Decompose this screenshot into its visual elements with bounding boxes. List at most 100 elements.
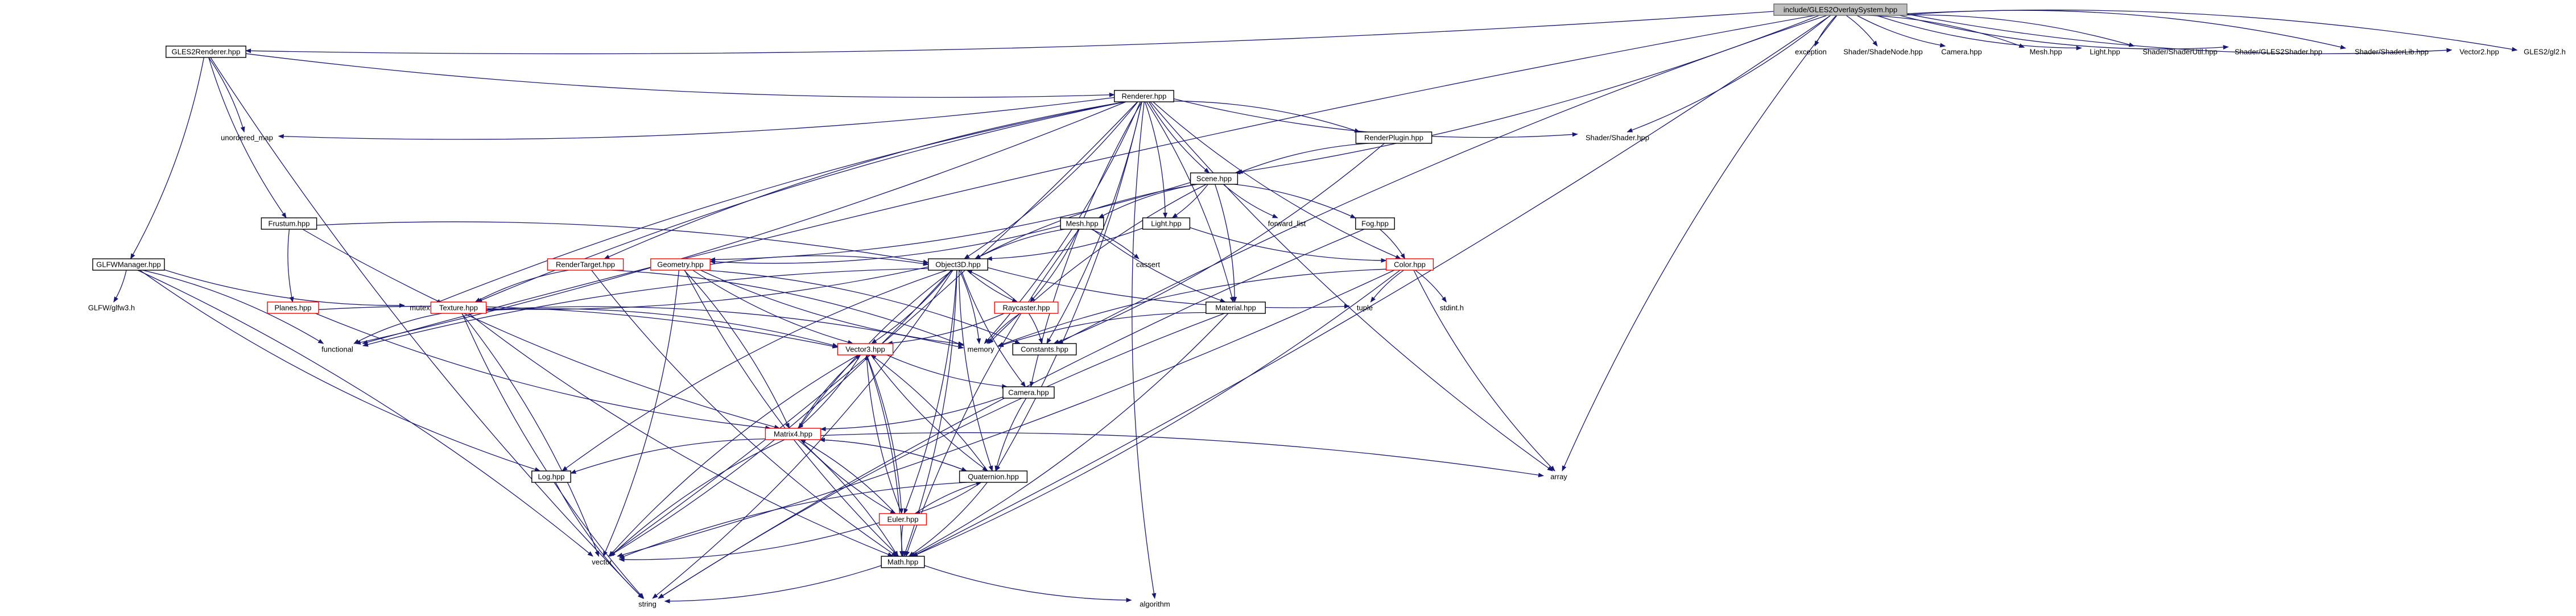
node-euler[interactable]: Euler.hpp [878, 513, 927, 526]
edge-root-to-shadershadenode [1846, 15, 1878, 47]
node-quaternion[interactable]: Quaternion.hpp [959, 470, 1028, 483]
node-label-glfwh: GLFW/glfw3.h [88, 304, 135, 312]
edge-matrix4-to-vector3 [797, 354, 861, 429]
edge-gles2renderer-to-glfwmanager [130, 57, 205, 259]
node-label-algorithm: algorithm [1140, 600, 1170, 609]
edge-quaternion-to-vector3 [870, 354, 988, 472]
node-mesh[interactable]: Mesh.hpp [1060, 217, 1104, 230]
edge-material-to-math [910, 313, 1229, 557]
edge-root-to-exception [1814, 15, 1837, 47]
node-frustum[interactable]: Frustum.hpp [261, 217, 317, 230]
node-label-renderplugin: RenderPlugin.hpp [1364, 134, 1423, 142]
edge-color-to-stdint [1415, 270, 1447, 303]
node-scene[interactable]: Scene.hpp [1190, 172, 1239, 185]
node-glfwh: GLFW/glfw3.h [88, 304, 135, 312]
node-label-color: Color.hpp [1394, 261, 1426, 269]
edge-renderer-to-rendertarget [604, 101, 1125, 259]
node-material[interactable]: Material.hpp [1206, 301, 1266, 314]
edge-object3d-to-log [562, 270, 948, 472]
node-memory: memory [968, 345, 994, 354]
edge-color-to-array [1413, 270, 1555, 472]
node-label-forward_list: forward_list [1268, 220, 1306, 228]
edge-frustum-to-matrix4 [302, 229, 781, 429]
edge-texture-to-vector [461, 313, 600, 557]
node-root[interactable]: include/GLES2OverlaySystem.hpp [1773, 3, 1908, 16]
edge-material-to-string [658, 313, 1225, 599]
node-raycaster[interactable]: Raycaster.hpp [994, 301, 1059, 314]
node-glfwmanager[interactable]: GLFWManager.hpp [92, 258, 165, 271]
node-light[interactable]: Light.hpp [1142, 217, 1191, 230]
node-object3d[interactable]: Object3D.hpp [928, 258, 988, 271]
node-tuple: tuple [1357, 304, 1373, 312]
edge-fog-to-string [658, 229, 1365, 599]
edge-material-to-memory [997, 312, 1206, 347]
node-box-camera [1002, 386, 1055, 399]
edge-vector3-to-matrix4 [797, 354, 861, 429]
node-box-texture [430, 301, 487, 314]
node-box-quaternion [959, 470, 1028, 483]
edge-vector3-to-camera [886, 354, 1008, 389]
edge-renderer-to-mutex [435, 101, 1125, 304]
edge-root-to-shaderlib [1906, 10, 2346, 49]
edge-light-to-object3d [986, 228, 1143, 261]
edge-glfwmanager-to-vector [137, 270, 593, 557]
edge-rendertarget-to-math [591, 270, 898, 557]
edge-planes-to-vector3 [318, 305, 839, 349]
node-mutex: mutex [410, 304, 430, 312]
node-camera[interactable]: Camera.hpp [1002, 386, 1055, 399]
node-box-material [1206, 301, 1266, 314]
node-mesh_plain: Mesh.hpp [2029, 48, 2062, 56]
edge-vector3-to-vector [608, 354, 858, 557]
edge-renderer-to-vector [608, 101, 1138, 557]
node-planes[interactable]: Planes.hpp [267, 301, 319, 314]
node-log[interactable]: Log.hpp [531, 470, 571, 483]
edge-renderer-to-algorithm [1132, 101, 1157, 599]
node-label-object3d: Object3D.hpp [935, 261, 981, 269]
edge-root-to-shadergles2 [1899, 15, 2229, 50]
node-rendertarget[interactable]: RenderTarget.hpp [547, 258, 624, 271]
node-vector3[interactable]: Vector3.hpp [837, 343, 894, 355]
node-label-light: Light.hpp [1151, 220, 1182, 228]
edge-object3d-to-memory [959, 270, 981, 344]
node-label-math: Math.hpp [887, 558, 918, 567]
node-label-functional: functional [321, 345, 353, 354]
edge-object3d-to-raycaster [967, 270, 1018, 303]
edge-layer [113, 9, 2518, 603]
node-label-shadershadenode: Shader/ShadeNode.hpp [1843, 48, 1923, 56]
edge-frustum-to-planes [287, 229, 294, 303]
node-color[interactable]: Color.hpp [1385, 258, 1434, 271]
node-box-root [1773, 3, 1908, 16]
edge-mesh-to-raycaster [1029, 229, 1079, 303]
node-functional: functional [321, 345, 353, 354]
node-renderer[interactable]: Renderer.hpp [1114, 90, 1174, 102]
node-shadershadenode: Shader/ShadeNode.hpp [1843, 48, 1923, 56]
edge-vector3-to-quaternion [870, 354, 988, 472]
node-label-matrix4: Matrix4.hpp [774, 430, 812, 439]
node-label-shadershader: Shader/Shader.hpp [1586, 134, 1649, 142]
node-box-matrix4 [765, 428, 821, 440]
node-matrix4[interactable]: Matrix4.hpp [765, 428, 821, 440]
node-geometry[interactable]: Geometry.hpp [650, 258, 711, 271]
node-renderplugin[interactable]: RenderPlugin.hpp [1355, 131, 1433, 144]
node-camera_plain: Camera.hpp [1941, 48, 1982, 56]
node-label-quaternion: Quaternion.hpp [968, 473, 1019, 481]
node-label-gles2renderer: GLES2Renderer.hpp [172, 48, 241, 56]
node-label-exception: exception [1795, 48, 1827, 56]
edge-quaternion-to-euler [914, 482, 982, 515]
node-fog[interactable]: Fog.hpp [1355, 217, 1395, 230]
edge-mesh-to-object3d [975, 229, 1065, 259]
edge-renderer-to-texture [476, 101, 1126, 303]
node-box-log [531, 470, 571, 483]
edge-geometry-to-object3d [710, 255, 929, 266]
node-constants[interactable]: Constants.hpp [1012, 343, 1077, 355]
node-box-mesh [1060, 217, 1104, 230]
node-vector: vector [592, 558, 612, 567]
edge-mesh-to-cassert [1091, 229, 1140, 259]
edge-texture-to-string [461, 313, 645, 599]
edge-color-to-math [912, 270, 1401, 557]
node-math[interactable]: Math.hpp [881, 556, 925, 568]
edge-camera-to-quaternion [994, 398, 1027, 472]
node-texture[interactable]: Texture.hpp [430, 301, 487, 314]
node-gles2renderer[interactable]: GLES2Renderer.hpp [166, 46, 246, 58]
